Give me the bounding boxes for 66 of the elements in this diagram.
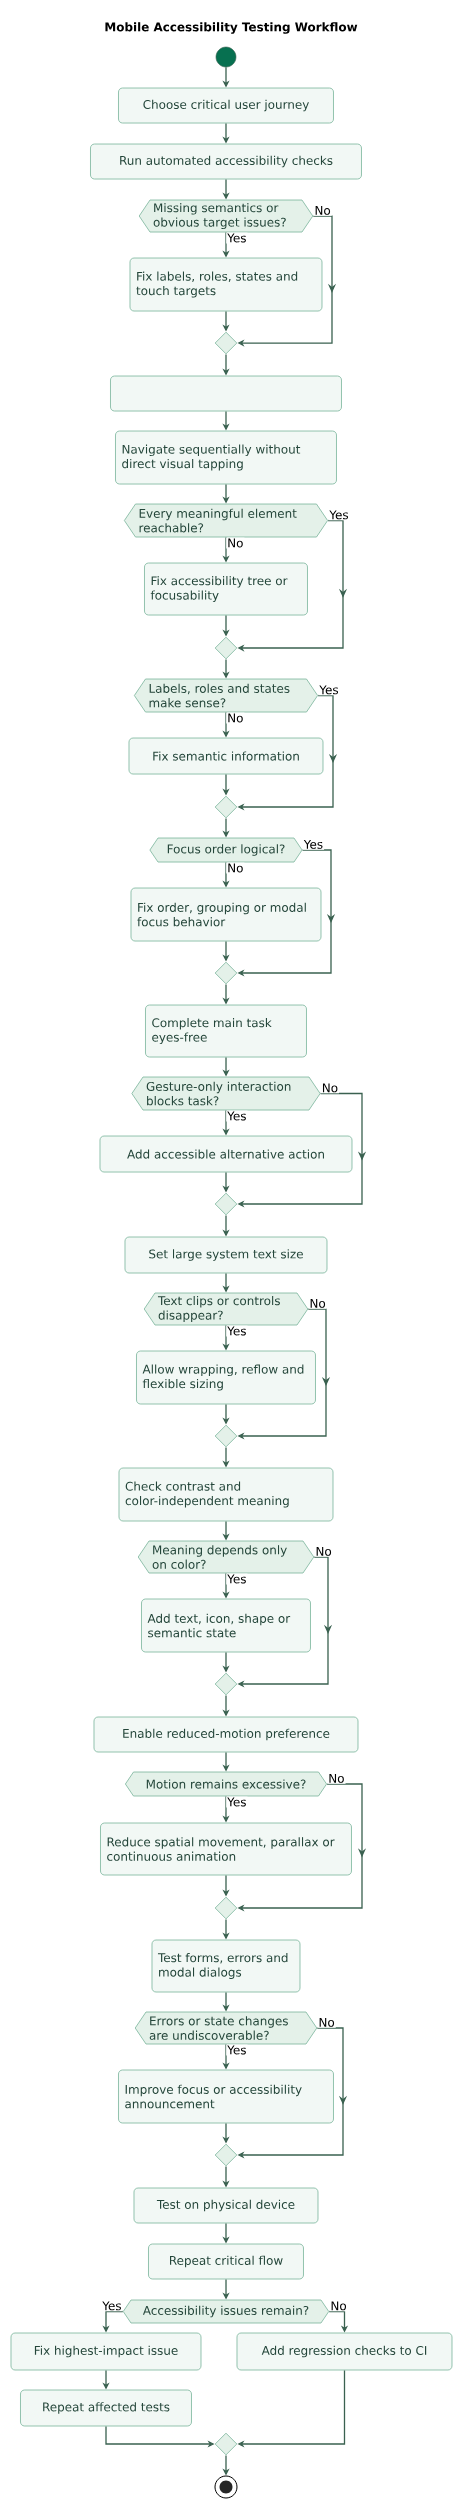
process-box: Repeat critical flow [148, 2243, 304, 2280]
merge-diamond [214, 1672, 238, 1696]
decision-hexagon: Gesture-only interaction blocks task? [131, 1076, 321, 1111]
edge-label: No [228, 538, 243, 548]
process-box: Set large system text size [124, 1236, 328, 1274]
edge-label: Yes [227, 233, 246, 243]
merge-diamond [214, 636, 238, 660]
merge-diamond [214, 2143, 238, 2167]
edge-label: Yes [227, 1111, 246, 1121]
decision-hexagon: Motion remains excessive? [125, 1771, 327, 1797]
process-box: Fix order, grouping or modal focus behavior [130, 887, 322, 942]
end-circle [214, 2475, 238, 2499]
merge-diamond [214, 1192, 238, 1216]
process-box: Add text, icon, shape or semantic state [141, 1598, 311, 1653]
process-box: Add regression checks to CI [236, 2332, 453, 2371]
decision-hexagon: Focus order logical? [149, 837, 303, 863]
process-box: Check contrast and color-independent meaning [118, 1467, 334, 1522]
process-box: Test on physical device [133, 2187, 319, 2224]
process-box: Fix highest-impact issue [10, 2332, 202, 2371]
decision-hexagon: Every meaningful element reachable? [123, 503, 328, 538]
start-circle [215, 46, 237, 68]
process-box: Navigate sequentially without direct visual tapping [115, 430, 337, 485]
decision-hexagon: Labels, roles and states make sense? [133, 678, 319, 713]
edge-label: Yes [303, 839, 323, 849]
edge-label: No [319, 2017, 335, 2027]
process-box: Test forms, errors and modal dialogs [151, 1939, 301, 1993]
edge-label: No [316, 1546, 332, 1556]
edge-label: No [329, 1773, 344, 1783]
merge-diamond [214, 1896, 238, 1920]
merge-diamond [214, 1424, 238, 1448]
decision-hexagon: Text clips or controls disappear? [143, 1292, 309, 1326]
process-box: Enable reduced-motion preference [93, 1716, 359, 1753]
edge-label: No [228, 863, 243, 873]
edge-label: No [331, 2301, 347, 2311]
edge-label: Yes [102, 2301, 121, 2311]
merge-diamond [214, 2432, 238, 2456]
edge-label: Yes [227, 1574, 246, 1584]
title: Mobile Accessibility Testing Workflow [105, 22, 358, 34]
process-box: Improve focus or accessibility announcement [118, 2069, 334, 2124]
process-box: Fix semantic information [128, 737, 324, 775]
decision-hexagon: Errors or state changes are undiscoverable? [134, 2011, 318, 2045]
process-box: Repeat affected tests [20, 2389, 192, 2427]
edge-label: No [323, 1083, 338, 1093]
process-box: Choose critical user journey [118, 87, 334, 124]
edge-label: Yes [319, 685, 339, 695]
process-box: Reduce spatial movement, parallax or continuous animation [100, 1822, 352, 1876]
merge-diamond [214, 795, 238, 819]
process-box: Allow wrapping, reflow and flexible sizing [136, 1350, 316, 1405]
process-box: Fix accessibility tree or focusability [144, 562, 308, 616]
process-box: Fix labels, roles, states and touch targets [129, 257, 323, 312]
process-box: Add accessible alternative action [99, 1135, 353, 1173]
edge-label: Yes [227, 1326, 246, 1336]
edge-label: No [315, 205, 331, 215]
process-box [110, 375, 342, 412]
process-box: Complete main task eyes-free [145, 1004, 307, 1058]
edge-label: No [310, 1298, 326, 1308]
merge-diamond [214, 961, 238, 985]
edge-label: No [228, 713, 243, 723]
merge-diamond [214, 331, 238, 355]
edge-label: Yes [227, 2045, 246, 2055]
decision-hexagon: Accessibility issues remain? [122, 2299, 330, 2324]
decision-hexagon: Missing semantics or obvious target issues? [138, 199, 314, 233]
process-box: Run automated accessibility checks [90, 143, 362, 180]
edge-label: Yes [329, 510, 349, 520]
decision-hexagon: Meaning depends only on color? [137, 1540, 315, 1574]
edge-label: Yes [227, 1797, 246, 1807]
